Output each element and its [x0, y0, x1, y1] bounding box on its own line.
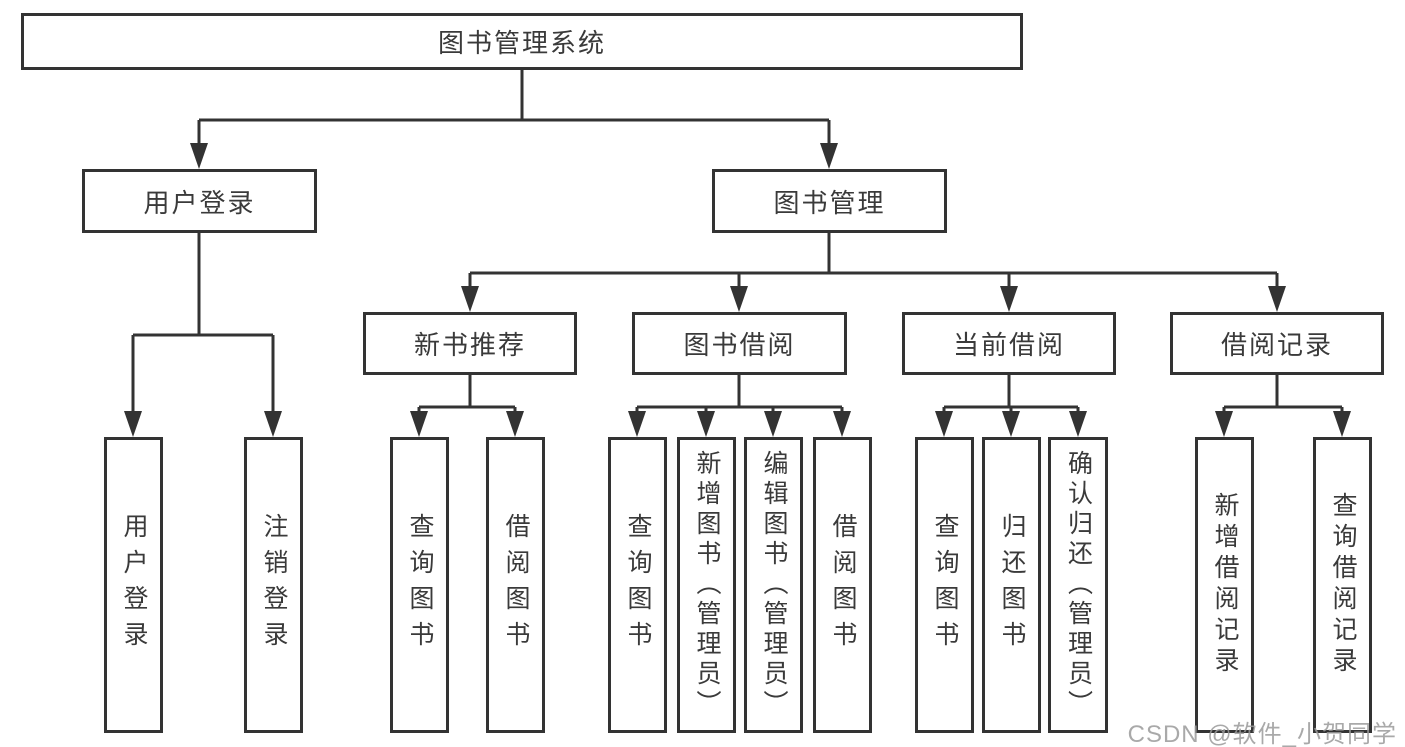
arrowheads — [124, 143, 1351, 437]
book-borrow-node: 图书借阅 — [632, 312, 847, 375]
connector-bookmgmt-to-level3 — [468, 233, 1279, 288]
root-node: 图书管理系统 — [21, 13, 1023, 70]
leaf-add-borrow-record: 新增借阅记录 — [1195, 437, 1254, 733]
leaf-newbook-borrow-book: 借阅图书 — [486, 437, 545, 733]
leaf-current-query-book: 查询图书 — [915, 437, 974, 733]
leaf-borrow-query-book: 查询图书 — [608, 437, 667, 733]
connector-borrowrecord-to-leaves — [1222, 375, 1344, 413]
leaf-borrow-borrow-book: 借阅图书 — [813, 437, 872, 733]
leaf-confirm-return-admin: 确认归还（管理员） — [1048, 437, 1108, 733]
csdn-watermark: CSDN @软件_小贺同学 — [1127, 721, 1397, 747]
connector-newbook-to-leaves — [417, 375, 517, 413]
connector-bookborrow-to-leaves — [635, 375, 844, 413]
leaf-newbook-query-book: 查询图书 — [390, 437, 449, 733]
current-borrow-node: 当前借阅 — [902, 312, 1116, 375]
borrow-record-node: 借阅记录 — [1170, 312, 1384, 375]
leaf-user-login: 用户登录 — [104, 437, 163, 733]
leaf-logout: 注销登录 — [244, 437, 303, 733]
leaf-add-book-admin: 新增图书（管理员） — [677, 437, 736, 733]
leaf-edit-book-admin: 编辑图书（管理员） — [744, 437, 803, 733]
book-mgmt-node: 图书管理 — [712, 169, 947, 233]
leaf-query-borrow-record: 查询借阅记录 — [1313, 437, 1372, 733]
connector-userlogin-to-leaves — [131, 233, 275, 413]
new-book-recommend-node: 新书推荐 — [363, 312, 577, 375]
user-login-node: 用户登录 — [82, 169, 317, 233]
leaf-return-book: 归还图书 — [982, 437, 1041, 733]
connector-root-to-level2 — [197, 70, 831, 145]
connector-currentborrow-to-leaves — [942, 375, 1080, 413]
